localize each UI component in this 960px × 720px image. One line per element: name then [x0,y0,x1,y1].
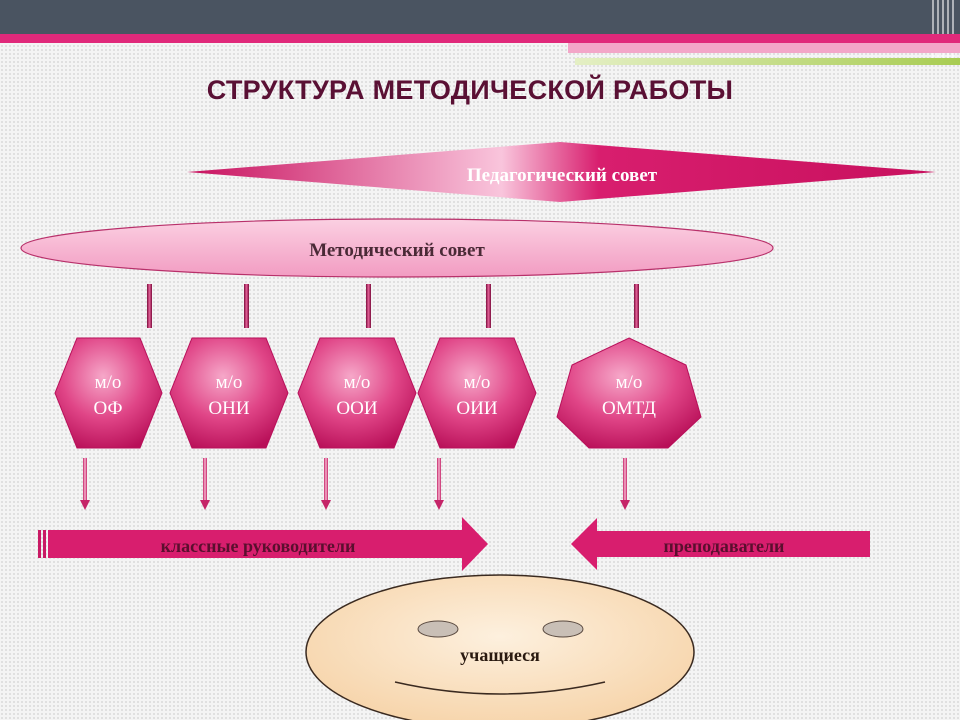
down-arrow-of [80,458,90,510]
left-eye [417,620,459,638]
unit-omtd: м/о ОМТД [556,337,702,449]
smile [394,681,606,695]
pedagogical-council-shape [187,142,936,202]
unit-oni: м/о ОНИ [169,337,289,449]
unit-omtd-name: ОМТД [602,398,656,419]
unit-oii-prefix: м/о [464,372,491,393]
down-arrow-oni [200,458,210,510]
connector-ooi [366,284,371,328]
pedagogical-council-label: Педагогический совет [467,165,658,186]
unit-of: м/о ОФ [54,337,163,449]
students-face [305,574,695,720]
connector-oni [244,284,249,328]
right-eye [542,620,584,638]
top-bar [0,0,960,34]
methodical-council-label: Методический совет [309,240,485,261]
down-arrows [80,458,630,510]
unit-oii-name: ОИИ [456,398,497,419]
page-title: СТРУКТУРА МЕТОДИЧЕСКОЙ РАБОТЫ [206,75,734,105]
teachers-arrow [571,518,870,570]
unit-oni-name: ОНИ [208,398,249,419]
pink-stripe [0,34,960,43]
unit-ooi-name: ООИ [336,398,377,419]
down-arrow-omtd [620,458,630,510]
green-stripe [575,58,960,65]
connector-of [147,284,152,328]
light-pink-stripe [568,43,960,53]
unit-of-prefix: м/о [95,372,122,393]
students-label: учащиеся [460,645,540,665]
unit-of-name: ОФ [94,398,123,419]
unit-oni-prefix: м/о [216,372,243,393]
methodical-council-shape [20,218,774,278]
unit-ooi: м/о ООИ [297,337,417,449]
class-teachers-arrow [38,517,488,571]
connector-oii [486,284,491,328]
class-teachers-label: классные руководители [161,536,356,556]
down-arrow-oii [434,458,444,510]
unit-omtd-prefix: м/о [616,372,643,393]
upper-connectors [147,284,639,328]
teachers-label: преподаватели [664,536,785,556]
down-arrow-ooi [321,458,331,510]
unit-oii: м/о ОИИ [417,337,537,449]
connector-omtd [634,284,639,328]
unit-ooi-prefix: м/о [344,372,371,393]
